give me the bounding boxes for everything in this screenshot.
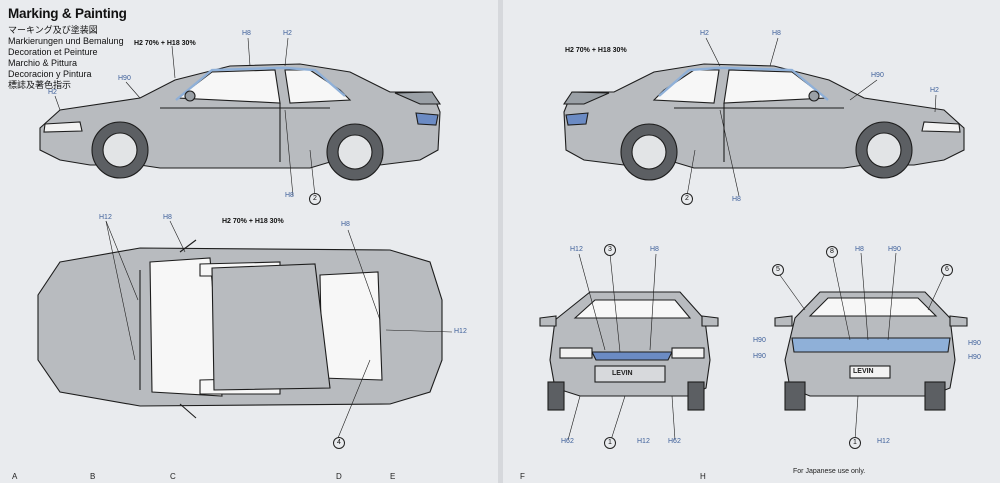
- code-h2: H2: [283, 30, 292, 37]
- tab-a: A: [12, 472, 18, 481]
- language-list: マーキング及び塗装図 Markierungen und Bemalung Dec…: [8, 25, 158, 91]
- code-h90-d: H90: [753, 337, 766, 344]
- code-h8-c: H8: [772, 30, 781, 37]
- lang-jp: マーキング及び塗装図: [8, 25, 98, 35]
- code-h90-b: H90: [871, 72, 884, 79]
- callout-2-b: 2: [681, 193, 693, 205]
- code-h8-b: H8: [285, 192, 294, 199]
- mix-side-right: H2 70% + H18 30%: [565, 47, 627, 54]
- lang-it: Marchio & Pittura: [8, 58, 78, 68]
- code-h8-e: H8: [163, 214, 172, 221]
- code-h12-c: H12: [570, 246, 583, 253]
- code-h90: H90: [118, 75, 131, 82]
- code-h12-d: H12: [637, 438, 650, 445]
- code-h12-e: H12: [877, 438, 890, 445]
- code-h90-g: H90: [968, 354, 981, 361]
- rear-plate: LEVIN: [853, 368, 874, 375]
- lang-es: Decoracion y Pintura: [8, 69, 92, 79]
- callout-1: 1: [604, 437, 616, 449]
- code-h8: H8: [242, 30, 251, 37]
- code-h2-b: H2: [48, 89, 57, 96]
- tab-f: F: [520, 472, 525, 481]
- tab-h: H: [700, 472, 706, 481]
- mix-side-left: H2 70% + H18 30%: [134, 40, 196, 47]
- sheet-title: Marking & Painting: [8, 6, 127, 21]
- code-h62-b: H62: [668, 438, 681, 445]
- callout-1-b: 1: [849, 437, 861, 449]
- code-h8-f: H8: [341, 221, 350, 228]
- code-h90-f: H90: [968, 340, 981, 347]
- side-view-left: [39, 63, 442, 181]
- callout-4: 4: [333, 437, 345, 449]
- callout-8: 8: [826, 246, 838, 258]
- side-view-right: [562, 63, 965, 181]
- tab-b: B: [90, 472, 96, 481]
- code-h8-h: H8: [855, 246, 864, 253]
- code-h90-c: H90: [888, 246, 901, 253]
- lang-de: Markierungen und Bemalung: [8, 36, 124, 46]
- code-h8-g: H8: [650, 246, 659, 253]
- code-h62: H62: [561, 438, 574, 445]
- mix-top: H2 70% + H18 30%: [222, 218, 284, 225]
- code-h12: H12: [99, 214, 112, 221]
- tab-c: C: [170, 472, 176, 481]
- callout-5: 5: [772, 264, 784, 276]
- rear-view: [774, 291, 968, 411]
- code-h90-e: H90: [753, 353, 766, 360]
- callout-6: 6: [941, 264, 953, 276]
- tab-d: D: [336, 472, 342, 481]
- code-h8-d: H8: [732, 196, 741, 203]
- lang-zh: 標誌及著色指示: [8, 80, 72, 90]
- top-view: [37, 239, 443, 419]
- leader-lines: [54, 37, 947, 441]
- code-h12-b: H12: [454, 328, 467, 335]
- tab-e: E: [390, 472, 396, 481]
- front-plate: LEVIN: [612, 370, 633, 377]
- callout-3: 3: [604, 244, 616, 256]
- front-view: [539, 291, 719, 411]
- code-h2-c: H2: [700, 30, 709, 37]
- page-fold: [498, 0, 503, 483]
- lang-fr: Decoration et Peinture: [8, 47, 98, 57]
- code-h2-d: H2: [930, 87, 939, 94]
- callout-2: 2: [309, 193, 321, 205]
- japan-note: For Japanese use only.: [793, 468, 866, 475]
